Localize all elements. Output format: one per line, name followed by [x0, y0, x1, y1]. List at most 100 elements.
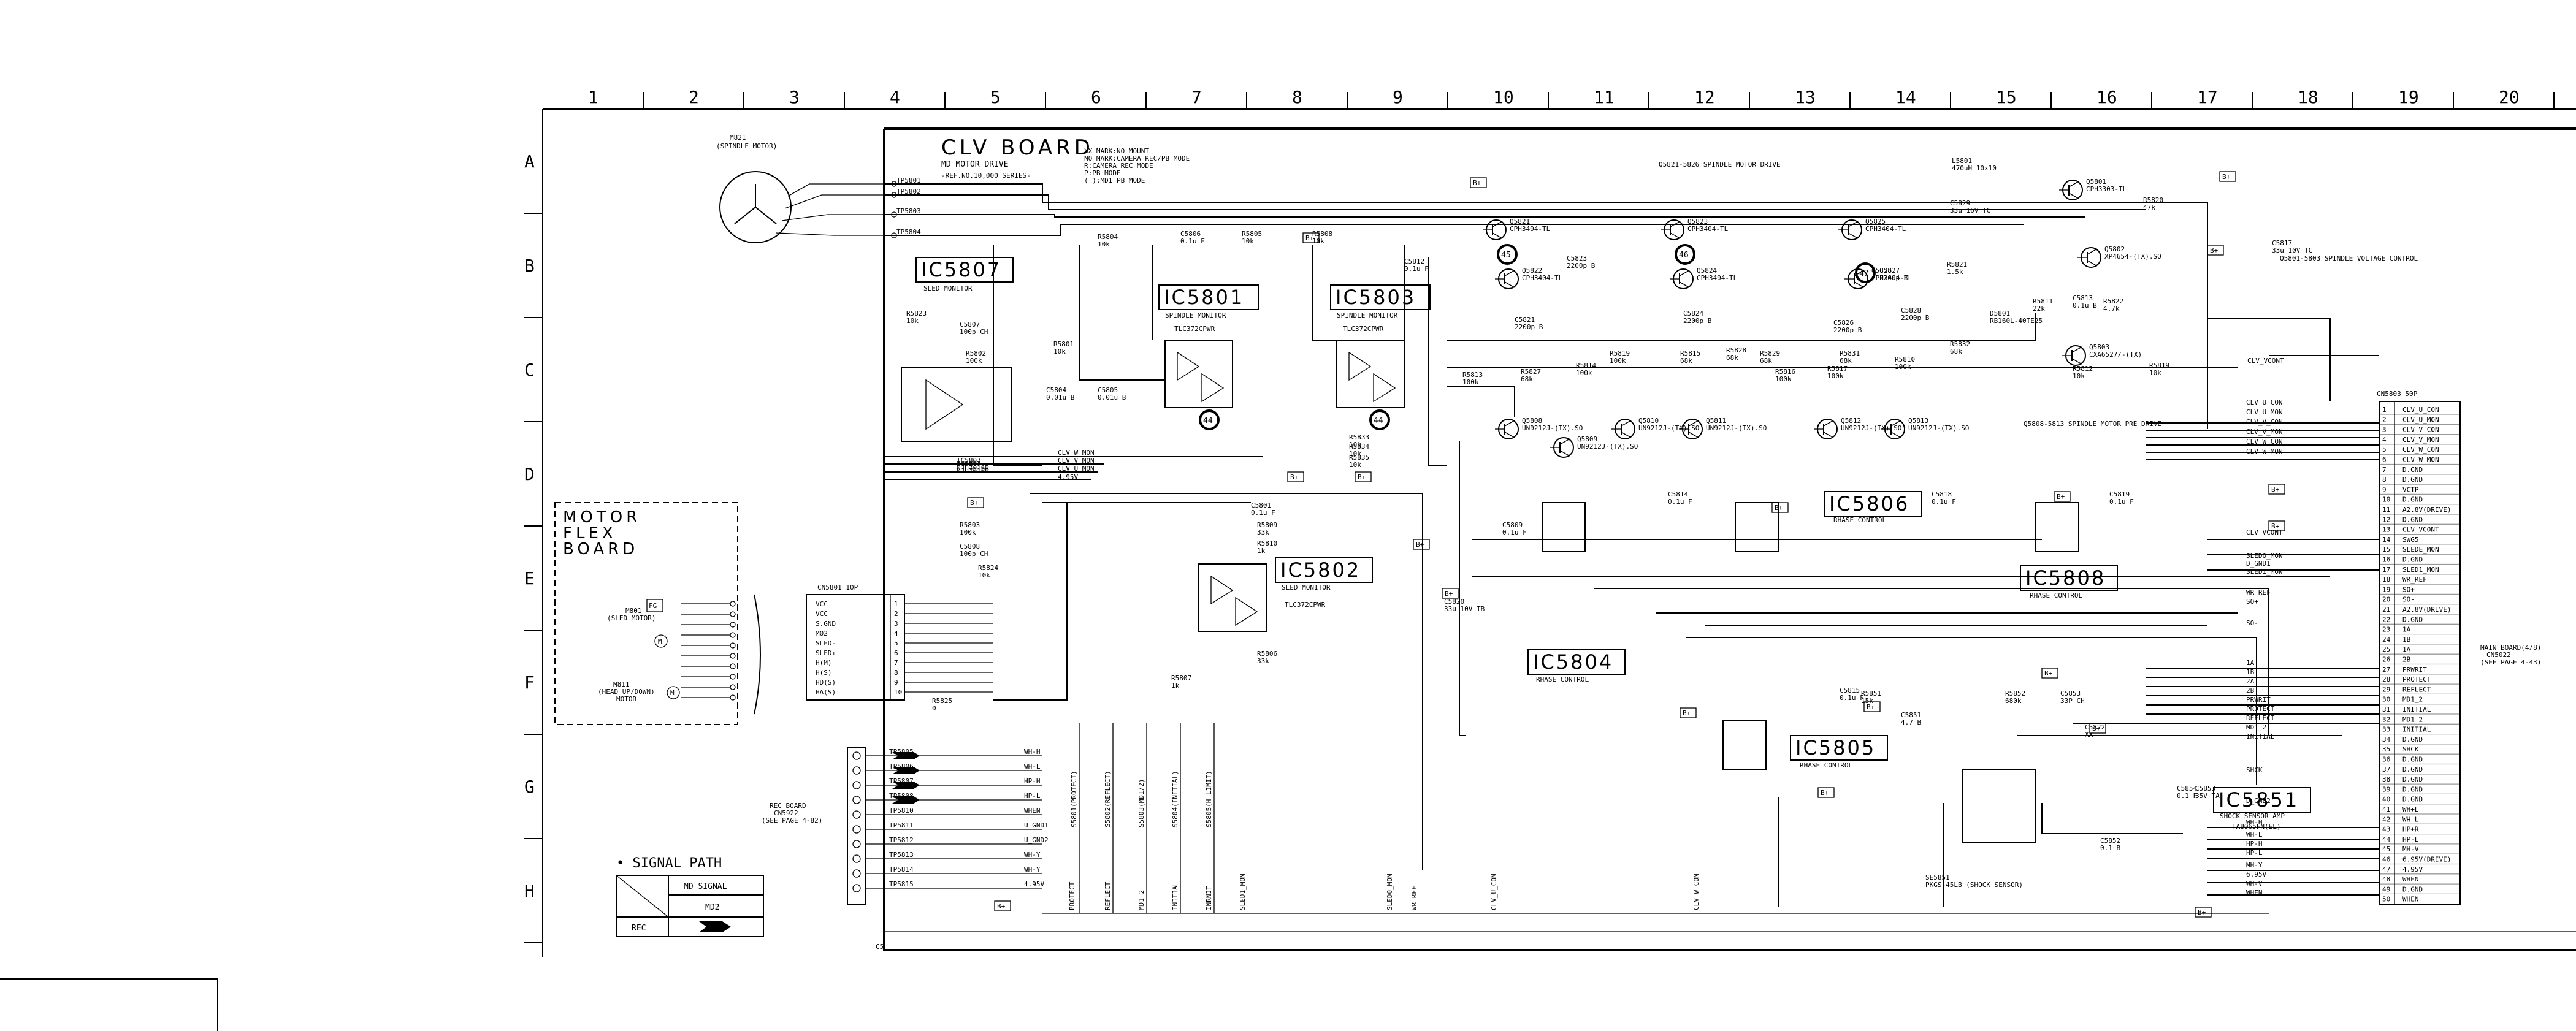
cn5801-pinno-3: 3: [894, 620, 898, 628]
tp-left-TP5802: TP5802: [896, 188, 921, 196]
rec-sig-5: U_GND1: [1024, 821, 1049, 829]
cn5803-pin-15: SLEDE_MON: [2402, 546, 2439, 554]
component-r5816-23: R5816: [1775, 368, 1795, 376]
cn5803-pinno-28: 28: [2382, 675, 2390, 683]
b-plus-5: B+: [1290, 473, 1299, 481]
column-label-8: 8: [1292, 87, 1302, 107]
component-c5829-30: C5829: [1950, 199, 1970, 207]
right-net-18: PROTECT: [2246, 705, 2275, 713]
cn5801-pinno-4: 4: [894, 630, 898, 637]
component-d5801-31: D5801: [1990, 310, 2010, 318]
cn5803-pinno-1: 1: [2382, 406, 2387, 414]
transistor-q5822: Q5822: [1522, 267, 1542, 275]
b-plus-markers: B+B+B+B+B+B+B+B+B+B+B+B+B+B+B+B+B+B+B+B+: [967, 171, 2285, 918]
cn5803-pinno-39: 39: [2382, 785, 2390, 793]
rec-tp-tp5811: TP5811: [889, 821, 914, 829]
cn5803-pinno-8: 8: [2382, 476, 2387, 484]
right-net-22: SHCK: [2246, 766, 2263, 774]
component-val-c5853-59: 33P CH: [2060, 697, 2085, 705]
bottom-label-5: SLED1_MON: [1239, 873, 1247, 910]
board-title: CLV BOARD: [941, 135, 1094, 160]
rec-tp-tp5815: TP5815: [889, 880, 914, 888]
right-net-19: REFLECT: [2246, 714, 2275, 722]
component-r5806-49: R5806: [1257, 650, 1277, 658]
cn5803-pinno-37: 37: [2382, 766, 2390, 774]
right-net-8: D_GND1: [2246, 560, 2271, 568]
cn5803-pinno-19: 19: [2382, 585, 2390, 593]
component-r5823-5: R5823: [906, 310, 927, 318]
cn5803-pinno-24: 24: [2382, 636, 2391, 644]
right-net-1: CLV_U_MON: [2246, 408, 2283, 416]
component-val-r5852-58: 680k: [2005, 697, 2022, 705]
component-val-r5810-27: 100k: [1895, 363, 1911, 371]
cn5803-pinno-12: 12: [2382, 516, 2390, 523]
column-label-10: 10: [1493, 87, 1514, 107]
net-clv-v-mon: CLV_V_MON: [1058, 457, 1095, 465]
bottom-label-9: CLV_W_CON: [1692, 873, 1700, 910]
marker-47: 47: [1859, 269, 1869, 278]
cn5803-pinno-31: 31: [2382, 706, 2390, 713]
transistor-part-q5825: CPH3404-TL: [1865, 225, 1906, 233]
rec-sig-4: WHEN: [1024, 807, 1041, 815]
transistor-q5812: Q5812: [1841, 417, 1861, 425]
right-net-4: CLV_W_CON: [2246, 438, 2283, 446]
cn5803-pin-33: INITIAL: [2402, 726, 2431, 734]
cn5803-pin-50: WHEN: [2402, 896, 2419, 904]
transistor-q5824: Q5824: [1697, 267, 1717, 275]
m811-label-2: (HEAD UP/DOWN): [598, 688, 655, 696]
b-plus-15: B+: [2044, 669, 2053, 677]
cn5803-pinno-29: 29: [2382, 685, 2390, 693]
component-l5801-29: L5801: [1952, 157, 1972, 165]
component-r5832-28: R5832: [1950, 340, 1970, 348]
right-net-9: SLED1_MON: [2246, 568, 2283, 576]
rec-board-label: REC BOARD: [770, 802, 806, 810]
component-val-r5802-8: 100k: [966, 357, 982, 365]
transistor-part-q5821: CPH3404-TL: [1510, 225, 1551, 233]
component-val-r5801-7: 10k: [1053, 348, 1066, 356]
transistor-part-q5812: UN9212J-(TX).SO: [1841, 424, 1901, 432]
cn5803-pinno-46: 46: [2382, 856, 2390, 864]
cn5803-pinno-23: 23: [2382, 626, 2390, 634]
cn5803-pin-2: CLV_U_MON: [2402, 416, 2439, 424]
transistor-q5823: Q5823: [1687, 218, 1708, 226]
transistor-q5802: Q5802: [2104, 245, 2125, 253]
cn5803-pin-38: D.GND: [2402, 775, 2423, 783]
ic5805-label: IC5805: [1795, 736, 1876, 759]
component-val-r5821-34: 1.5k: [1947, 268, 1963, 276]
column-label-14: 14: [1895, 87, 1916, 107]
grid-frame: [524, 92, 2576, 957]
transistor-part-q5810: UN9212J-(TX).SO: [1638, 424, 1699, 432]
component-r5833-40: R5833: [1349, 433, 1369, 441]
component-val-c5824-12: 2200p B: [1683, 317, 1712, 325]
cn5803-pinno-21: 21: [2382, 606, 2390, 614]
cn5803-pin-16: D.GND: [2402, 556, 2423, 564]
component-r5804-0: R5804: [1098, 233, 1118, 241]
column-label-9: 9: [1393, 87, 1403, 107]
cn5803-pinno-44: 44: [2382, 835, 2391, 843]
cn5803-pin-32: MD1_2: [2402, 715, 2423, 723]
component-val-r5819-20: 100k: [1610, 357, 1626, 365]
row-label-F: F: [524, 672, 535, 693]
page-corner-box: [0, 978, 218, 1031]
ic5801-part: TLC372CPWR: [1174, 325, 1215, 333]
component-r5811-35: R5811: [2033, 297, 2053, 305]
component-r5825-67: R5825: [932, 697, 952, 705]
cn5803-pin-20: SO-: [2402, 596, 2415, 604]
component-r5803-46: R5803: [960, 521, 980, 529]
rec-tp-tp5810: TP5810: [889, 807, 914, 815]
column-label-2: 2: [689, 87, 699, 107]
component-val-r5827-18: 68k: [1521, 375, 1533, 383]
cn5803-pin-45: MH-V: [2402, 845, 2419, 853]
bottom-label-7: WR_REF: [1410, 886, 1418, 910]
ic5803-label: IC5803: [1336, 286, 1416, 309]
component-c5826-13: C5826: [1833, 319, 1854, 327]
component-r5829-24: R5829: [1760, 349, 1780, 357]
b-plus-14: B+: [1867, 703, 1875, 711]
component-val-c5817-33: 33u 10V TC: [2272, 246, 2312, 254]
b-plus-6: B+: [1358, 473, 1366, 481]
m811-label: M811: [613, 680, 630, 688]
component-r5815-21: R5815: [1680, 349, 1700, 357]
component-val-r5814-19: 100k: [1576, 369, 1592, 377]
